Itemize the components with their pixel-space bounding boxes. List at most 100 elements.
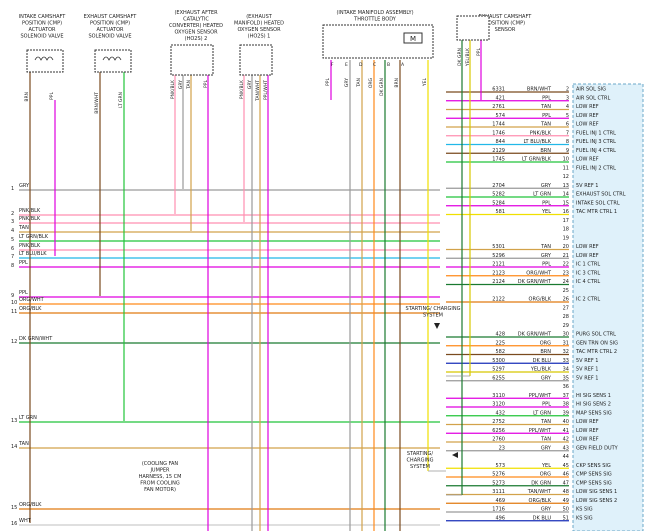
component-label-line: FAN MOTOR) — [144, 487, 176, 493]
pcm-function-label: CMP SENS SIG — [576, 472, 612, 478]
component-label-line: SYSTEM — [423, 313, 443, 319]
pcm-pin-number: 18 — [563, 227, 569, 233]
pcm-function-label: TAC MTR CTRL 1 — [575, 209, 617, 215]
pcm-function-label: FUEL INJ 4 CTRL — [576, 148, 616, 154]
ho2s2-wire-label: GRY — [178, 80, 184, 89]
left-wire-label: ORG/BLK — [19, 502, 42, 508]
ho2s1-wire-label: PNK/BLK — [239, 79, 245, 99]
pcm-circuit-number: 496 — [495, 515, 505, 521]
pcm-wire-color: TAN — [540, 437, 551, 443]
pcm-pin-number: 44 — [563, 454, 569, 460]
pcm-pin-number: 40 — [563, 419, 569, 425]
component-label-line: CATALYTIC — [183, 17, 209, 23]
pcm-circuit-number: 6256 — [492, 428, 505, 434]
ho2s2-wire-label: TAN — [186, 80, 192, 90]
pcm-wire-color: BRN/WHT — [527, 87, 552, 93]
pcm-wire-color: DK GRN/WHT — [518, 279, 552, 285]
pcm-circuit-number: 428 — [495, 332, 505, 338]
throttle-wire-label: BRN — [394, 78, 400, 88]
pcm-circuit-number: 5297 — [492, 367, 505, 373]
cmp-wire-label: PPL — [476, 48, 482, 56]
pcm-pin-number: 9 — [566, 148, 569, 154]
left-wire-label: PNK/BLK — [19, 208, 41, 214]
pcm-pin-number: 35 — [563, 375, 569, 381]
pcm-function-label: TAC MTR CTRL 2 — [575, 349, 617, 355]
pcm-function-label: LOW SIG SENS 1 — [576, 489, 617, 495]
pcm-wire-color: ORG/BLK — [529, 498, 552, 504]
pcm-pin-number: 24 — [563, 279, 569, 285]
pcm-circuit-number: 1744 — [492, 122, 505, 128]
component-label-line: STARTING/ CHARGING — [406, 306, 461, 312]
pcm-pin-number: 23 — [563, 270, 569, 276]
pcm-circuit-number: 5273 — [492, 480, 505, 486]
pcm-pin-number: 13 — [563, 183, 569, 189]
pcm-function-label: AIR SOL CTRL — [576, 95, 610, 101]
throttle-wire-label: YEL — [422, 78, 428, 88]
left-pin-number: 14 — [11, 444, 17, 450]
left-arrow-icon — [452, 452, 458, 458]
pcm-pin-number: 27 — [563, 305, 569, 311]
pcm-function-label: LOW SIG SENS 2 — [576, 498, 617, 504]
pcm-pin-number: 28 — [563, 314, 569, 320]
pcm-wire-color: PPL — [542, 402, 551, 408]
left-wire-label: PPL — [19, 260, 28, 266]
ho2s2-wire-label: PPL — [203, 80, 209, 88]
pcm-pin-number: 45 — [563, 463, 569, 469]
left-pin-number: 4 — [11, 228, 14, 234]
pcm-pin-number: 2 — [566, 87, 569, 93]
cmp-wire-label: DK GRN — [457, 48, 463, 66]
pcm-pin-number: 34 — [563, 367, 569, 373]
pcm-circuit-number: 2121 — [492, 262, 505, 268]
pcm-pin-number: 41 — [563, 428, 569, 434]
left-pin-number: 12 — [11, 339, 17, 345]
pcm-function-label: IC 3 CTRL — [576, 270, 600, 276]
pcm-circuit-number: 2123 — [492, 270, 505, 276]
left-pin-number: 8 — [11, 263, 14, 269]
component-label-line: (EXHAUST AFTER — [174, 10, 218, 16]
pcm-pin-number: 14 — [563, 192, 569, 198]
pcm-wire-color: PPL — [542, 262, 551, 268]
pcm-wire-color: TAN — [540, 244, 551, 250]
pcm-wire-color: LT GRN — [533, 410, 551, 416]
pcm-circuit-number: 2122 — [492, 297, 505, 303]
pcm-pin-number: 38 — [563, 402, 569, 408]
pcm-function-label: LOW REF — [576, 104, 599, 110]
component-label-line: OXYGEN SENSOR — [237, 27, 281, 33]
pcm-pin-number: 46 — [563, 472, 569, 478]
pcm-wire-color: GRY — [541, 183, 552, 189]
pcm-function-label: 5V REF 1 — [576, 375, 598, 381]
pcm-pin-number: 36 — [563, 384, 569, 390]
component-label-line: JUMPER — [149, 468, 170, 474]
throttle-wire-label: PPL — [325, 78, 331, 86]
pcm-circuit-number: 432 — [495, 410, 505, 416]
component-label-line: (EXHAUST — [246, 14, 273, 20]
pcm-pin-number: 47 — [563, 480, 569, 486]
exhaust-wire-label: LT GRN — [118, 92, 124, 108]
pcm-pin-number: 10 — [563, 157, 569, 163]
component-label-line: STARTING/ — [407, 451, 434, 457]
pcm-circuit-number: 5276 — [492, 472, 505, 478]
pcm-wire-color: PPL — [542, 95, 551, 101]
throttle-motor-icon — [403, 32, 423, 44]
left-pin-number: 3 — [11, 219, 14, 225]
pcm-pin-number: 11 — [563, 165, 569, 171]
intake-wire-label: PPL — [49, 92, 55, 100]
pcm-function-label: LOW REF — [576, 122, 599, 128]
component-label-line: SOLENOID VALVE — [21, 34, 64, 40]
pcm-function-label: LOW REF — [576, 157, 599, 163]
pcm-circuit-number: 2704 — [492, 183, 505, 189]
left-pin-number: 10 — [11, 300, 17, 306]
pcm-circuit-number: 23 — [499, 445, 505, 451]
component-label-line: THROTTLE BODY — [353, 17, 397, 23]
throttle-pin-letter: E — [345, 62, 348, 68]
pcm-wire-color: BRN — [540, 349, 551, 355]
pcm-circuit-number: 844 — [495, 139, 505, 145]
throttle-pin-letter: A — [401, 62, 405, 68]
pcm-circuit-number: 581 — [495, 209, 505, 215]
left-wire-label: WHT — [19, 518, 32, 524]
pcm-circuit-number: 1745 — [492, 157, 505, 163]
up-arrow-icon — [434, 323, 440, 329]
